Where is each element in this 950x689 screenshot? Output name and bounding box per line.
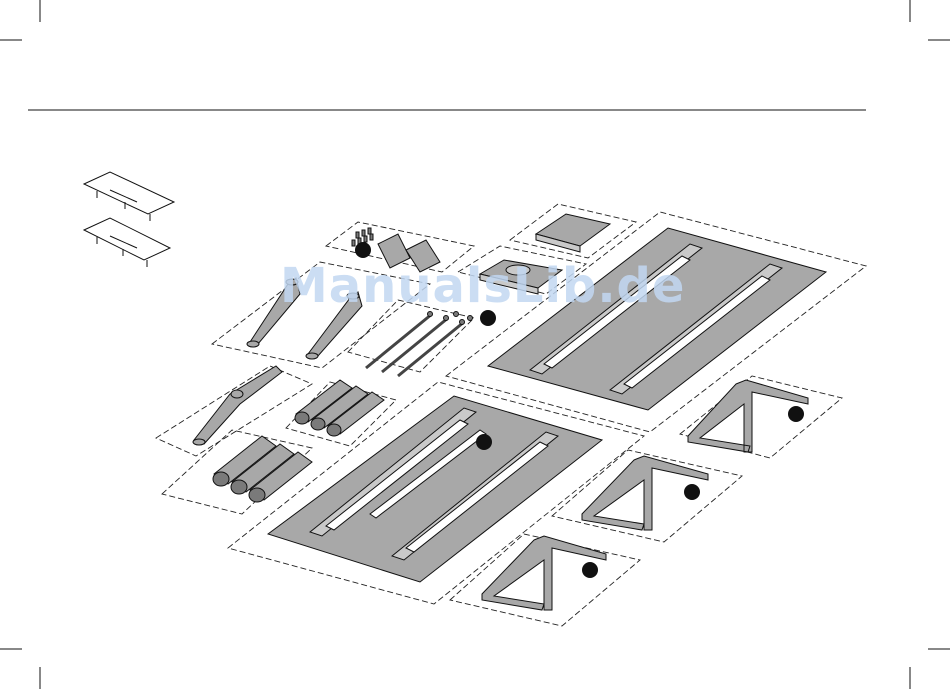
callout-dot xyxy=(480,310,496,326)
callout-dot xyxy=(582,562,598,578)
base-foot-3-area xyxy=(450,534,640,626)
rods-area xyxy=(348,300,474,376)
leg-area xyxy=(156,366,312,456)
bracket-pieces xyxy=(378,234,440,272)
base-foot-1-area xyxy=(680,376,842,458)
tabletop-upper xyxy=(488,228,826,410)
table-thumbnail-2 xyxy=(84,218,170,267)
bracket-plate-area xyxy=(510,204,636,258)
cylinders-lower xyxy=(162,430,312,514)
hardware-bag-area xyxy=(326,222,474,272)
arm-piece-2 xyxy=(308,292,362,356)
callout-dot xyxy=(684,484,700,500)
arm-pieces-area xyxy=(212,262,430,368)
arm-piece-1 xyxy=(250,278,300,344)
callout-dot xyxy=(788,406,804,422)
base-foot-2-area xyxy=(552,450,742,542)
leg-piece xyxy=(194,366,282,444)
callout-dot xyxy=(355,242,371,258)
tabletop-lower-area xyxy=(228,382,644,604)
table-thumbnail-1 xyxy=(84,172,174,221)
callout-dot xyxy=(476,434,492,450)
